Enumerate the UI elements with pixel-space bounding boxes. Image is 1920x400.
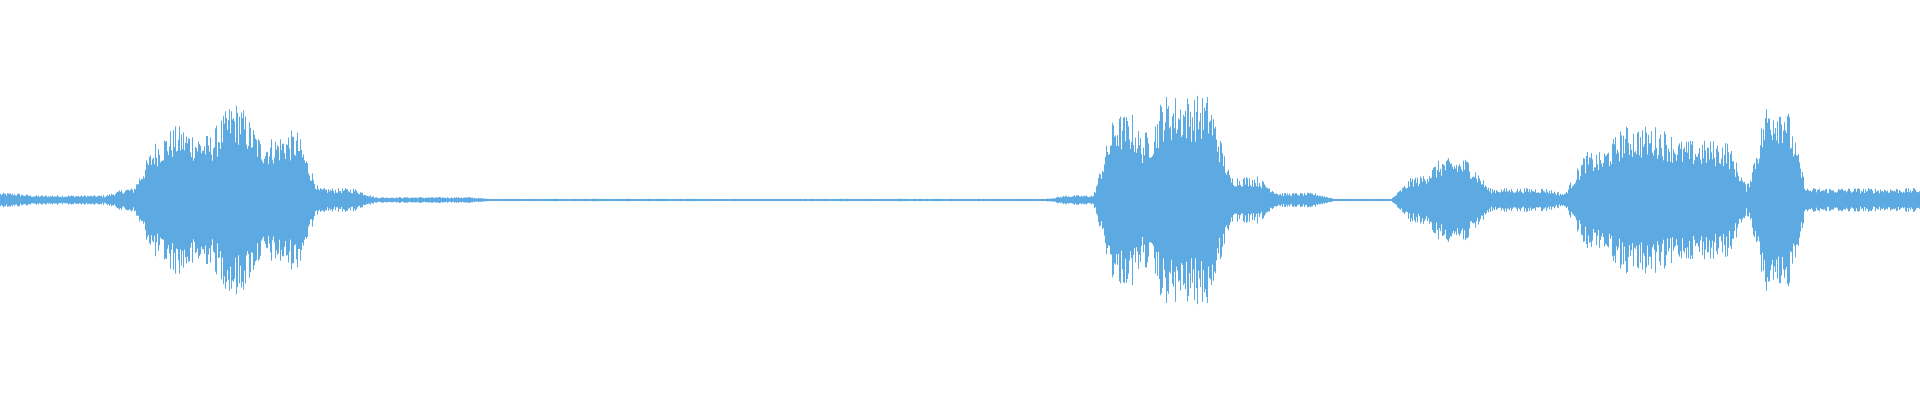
waveform-bars: [0, 95, 1920, 305]
